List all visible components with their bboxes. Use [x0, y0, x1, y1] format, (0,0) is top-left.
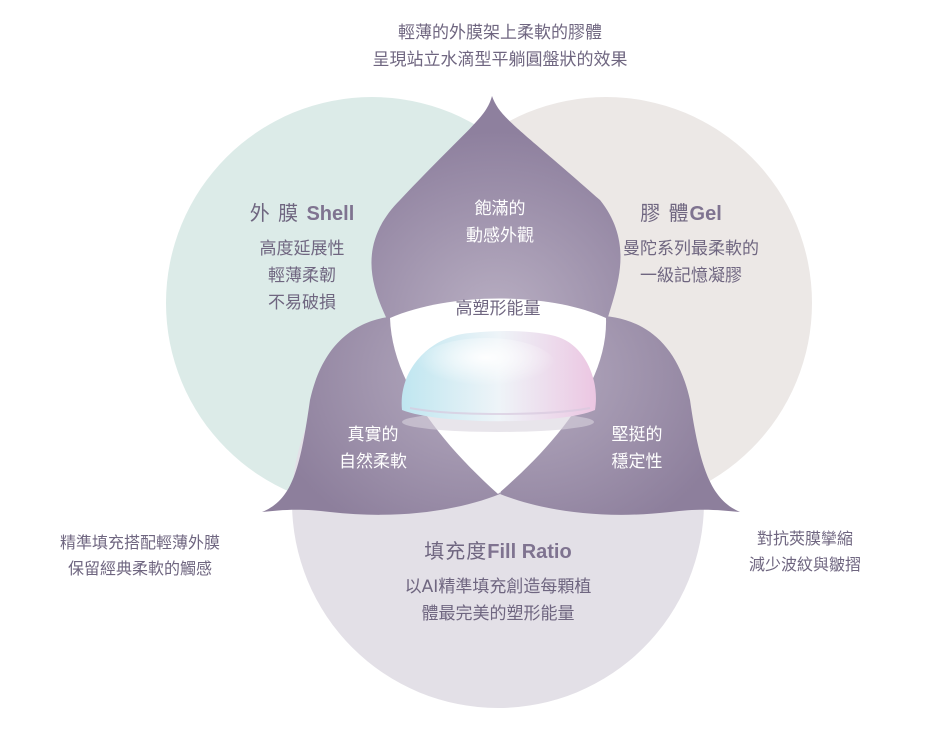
left-note-line-2: 保留經典柔軟的觸感	[67, 559, 212, 578]
shell-title-cn: 外 膜	[249, 201, 300, 225]
left-note: 精準填充搭配輕薄外膜 保留經典柔軟的觸感	[30, 530, 250, 582]
gel-title-en: Gel	[689, 203, 722, 225]
shell-line-1: 高度延展性	[259, 239, 345, 259]
fill-title-en: Fill Ratio	[487, 541, 572, 563]
center-label: 高塑形能量	[455, 299, 541, 319]
overlap-top-line-2: 動感外觀	[466, 226, 534, 246]
gel-description: 曼陀系列最柔軟的 一級記憶凝膠	[596, 236, 786, 290]
fill-title: 填充度Fill Ratio	[398, 538, 598, 566]
overlap-right-label: 堅挺的 穩定性	[582, 422, 692, 476]
fill-line-2: 體最完美的塑形能量	[421, 604, 575, 624]
fill-title-cn: 填充度	[424, 539, 488, 563]
left-note-line-1: 精準填充搭配輕薄外膜	[59, 533, 220, 552]
fill-description: 以AI精準填充創造每顆植 體最完美的塑形能量	[378, 574, 618, 628]
right-note: 對抗莢膜攣縮 減少波紋與皺摺	[720, 526, 890, 578]
shell-title-en: Shell	[306, 203, 355, 225]
overlap-right-line-1: 堅挺的	[611, 425, 663, 445]
overlap-right-line-2: 穩定性	[611, 452, 663, 472]
overlap-left-line-2: 自然柔軟	[339, 452, 407, 472]
gel-title-cn: 膠 體	[640, 201, 690, 225]
shell-title: 外 膜 Shell	[222, 200, 382, 228]
overlap-left-label: 真實的 自然柔軟	[318, 422, 428, 476]
right-note-line-2: 減少波紋與皺摺	[748, 555, 861, 574]
top-note: 輕薄的外膜架上柔軟的膠體 呈現站立水滴型平躺圓盤狀的效果	[300, 20, 700, 74]
shell-description: 高度延展性 輕薄柔韌 不易破損	[222, 236, 382, 317]
overlap-top-label: 飽滿的 動感外觀	[440, 196, 560, 250]
right-note-line-1: 對抗莢膜攣縮	[756, 529, 853, 548]
shell-line-3: 不易破損	[268, 293, 336, 313]
top-note-line-2: 呈現站立水滴型平躺圓盤狀的效果	[372, 50, 628, 70]
top-note-line-1: 輕薄的外膜架上柔軟的膠體	[398, 23, 602, 43]
gel-title: 膠 體Gel	[606, 200, 756, 228]
fill-line-1: 以AI精準填充創造每顆植	[404, 577, 592, 597]
shell-line-2: 輕薄柔韌	[268, 266, 336, 286]
overlap-top-line-1: 飽滿的	[474, 199, 526, 219]
gel-line-1: 曼陀系列最柔軟的	[623, 239, 759, 259]
breast-implant-image	[401, 331, 596, 432]
overlap-left-line-1: 真實的	[347, 425, 399, 445]
overlap-top-petal	[371, 96, 621, 330]
gel-line-2: 一級記憶凝膠	[640, 266, 742, 286]
